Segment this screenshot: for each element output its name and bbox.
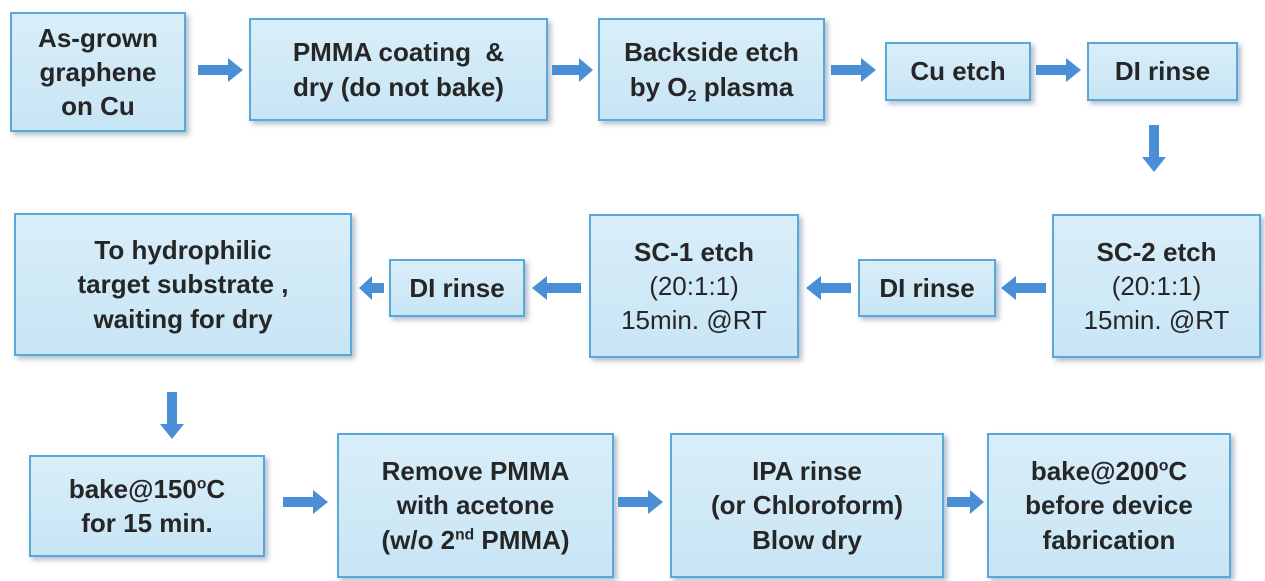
step-text: (or Chloroform): [710, 490, 904, 521]
step-text: fabrication: [1042, 524, 1176, 555]
step-text: DI rinse: [1114, 56, 1211, 87]
arrow-shape: [831, 58, 876, 82]
step-backside-etch: Backside etch by O2 plasma: [598, 18, 825, 121]
step-text: by O2 plasma: [630, 70, 794, 104]
step-text-part: bake@150: [68, 473, 197, 504]
step-text-part: plasma: [696, 71, 794, 102]
step-title: SC-2 etch: [1096, 236, 1217, 267]
step-condition: 15min. @RT: [621, 305, 767, 336]
arrow-shape: [552, 58, 593, 82]
arrow-shape: [1036, 58, 1081, 82]
step-bake-150: bake@150oC for 15 min.: [29, 455, 265, 557]
step-text: graphene: [39, 56, 157, 87]
step-text-part: PMMA): [474, 524, 570, 555]
step-pmma-coating: PMMA coating & dry (do not bake): [249, 18, 548, 121]
step-text: for 15 min.: [81, 508, 213, 538]
arrow-down-icon: [159, 392, 185, 440]
step-as-grown-graphene: As-grown graphene on Cu: [10, 12, 186, 132]
step-text-part: (w/o 2: [381, 524, 456, 555]
step-transfer-to-substrate: To hydrophilic target substrate , waitin…: [14, 213, 352, 356]
step-text: waiting for dry: [93, 303, 273, 334]
step-di-rinse-3: DI rinse: [389, 259, 525, 317]
arrow-right-icon: [552, 57, 594, 83]
arrow-shape: [359, 276, 384, 300]
step-text: PMMA coating &: [292, 37, 505, 68]
arrow-left-icon: [359, 275, 385, 301]
arrow-right-icon: [831, 57, 877, 83]
step-ipa-rinse: IPA rinse (or Chloroform) Blow dry: [670, 433, 944, 578]
arrow-right-icon: [947, 489, 985, 515]
step-text-part: bake@200: [1030, 456, 1159, 487]
arrow-shape: [618, 490, 663, 514]
arrow-left-icon: [1001, 275, 1047, 301]
step-text: dry (do not bake): [293, 71, 504, 102]
step-di-rinse-1: DI rinse: [1087, 42, 1238, 101]
arrow-left-icon: [806, 275, 852, 301]
superscript: nd: [455, 526, 475, 544]
step-text: Blow dry: [752, 524, 862, 555]
arrow-shape: [532, 276, 581, 300]
arrow-shape: [806, 276, 851, 300]
step-text: DI rinse: [409, 272, 505, 303]
step-text: target substrate ,: [77, 269, 289, 300]
step-text: (w/o 2nd PMMA): [381, 523, 569, 557]
step-text: Remove PMMA: [381, 456, 570, 487]
step-text: before device: [1025, 490, 1193, 521]
step-sc2-etch: SC-2 etch (20:1:1) 15min. @RT: [1052, 214, 1261, 358]
arrow-shape: [283, 490, 328, 514]
arrow-shape: [160, 392, 184, 439]
step-text: with acetone: [396, 490, 555, 521]
step-text: Cu etch: [910, 56, 1006, 87]
arrow-right-icon: [283, 489, 329, 515]
step-text: on Cu: [61, 91, 135, 122]
step-text-part: C: [1168, 456, 1188, 487]
step-text-part: by O: [629, 71, 688, 102]
step-sc1-etch: SC-1 etch (20:1:1) 15min. @RT: [589, 214, 799, 358]
step-condition: 15min. @RT: [1083, 305, 1230, 336]
arrow-shape: [947, 490, 984, 514]
arrow-shape: [198, 58, 243, 82]
step-text: As-grown: [38, 22, 158, 53]
step-bake-200: bake@200oC before device fabrication: [987, 433, 1231, 578]
step-text: To hydrophilic: [94, 235, 272, 266]
step-remove-pmma: Remove PMMA with acetone (w/o 2nd PMMA): [337, 433, 614, 578]
step-ratio: (20:1:1): [1111, 270, 1202, 301]
step-ratio: (20:1:1): [649, 270, 739, 301]
step-text-part: C: [206, 473, 226, 504]
superscript: o: [196, 475, 207, 493]
arrow-shape: [1142, 125, 1166, 172]
subscript: 2: [687, 86, 697, 105]
step-title: SC-1 etch: [634, 236, 754, 267]
arrow-shape: [1001, 276, 1046, 300]
step-text: bake@200oC: [1031, 454, 1187, 488]
step-text: DI rinse: [879, 272, 975, 303]
arrow-right-icon: [618, 489, 664, 515]
arrow-right-icon: [1036, 57, 1082, 83]
step-cu-etch: Cu etch: [885, 42, 1031, 101]
step-text: Backside etch: [624, 37, 799, 68]
step-text: IPA rinse: [752, 456, 862, 487]
arrow-down-icon: [1141, 125, 1167, 173]
arrow-left-icon: [532, 275, 582, 301]
step-di-rinse-2: DI rinse: [858, 259, 996, 317]
superscript: o: [1158, 457, 1169, 475]
arrow-right-icon: [198, 57, 244, 83]
step-text: bake@150oC: [69, 472, 225, 506]
